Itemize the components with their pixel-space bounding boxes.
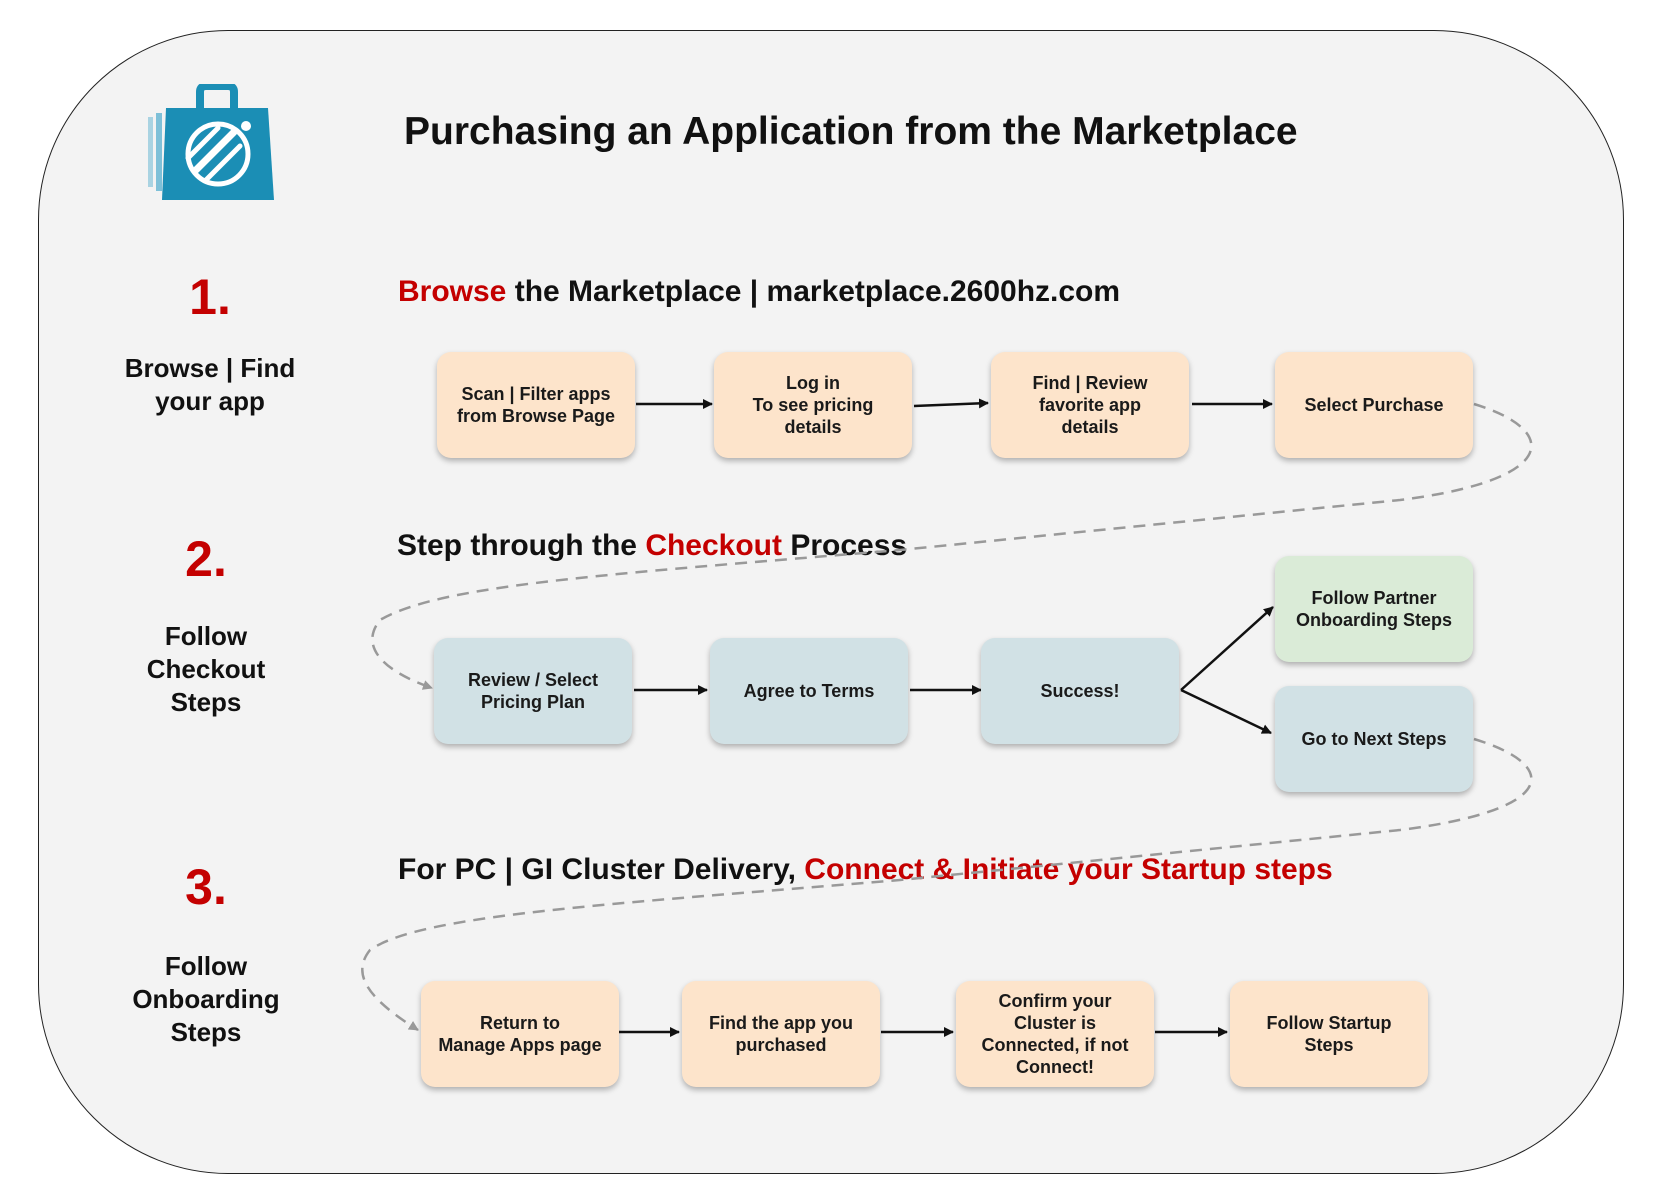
box-scan-filter-apps: Scan | Filter apps from Browse Page — [437, 352, 635, 458]
step-label-1: Browse | Find your app — [124, 353, 296, 416]
box-log-in: Log in To see pricing details — [714, 352, 912, 458]
section-heading-checkout: Step through the Checkout Process — [397, 529, 908, 562]
box-agree-to-terms: Agree to Terms — [710, 638, 908, 744]
box-success: Success! — [981, 638, 1179, 744]
box-follow-partner-onboarding: Follow Partner Onboarding Steps — [1275, 556, 1473, 662]
arrow-success-to-partner — [1180, 606, 1274, 691]
step-label-3: Follow Onboarding Steps — [132, 951, 280, 1047]
step-number-2: 2. — [185, 531, 227, 587]
box-select-purchase: Select Purchase — [1275, 352, 1473, 458]
dashed-connector-2 — [361, 737, 1533, 1032]
step-number-3: 3. — [185, 859, 227, 915]
section-heading-browse: Browse the Marketplace | marketplace.260… — [398, 275, 1121, 308]
arrow-success-to-next — [1180, 688, 1272, 735]
box-go-to-next-steps: Go to Next Steps — [1275, 686, 1473, 792]
box-find-app-purchased: Find the app you purchased — [682, 981, 880, 1087]
section-heading-onboarding: For PC | GI Cluster Delivery, Connect & … — [398, 853, 1333, 886]
arrow-login-to-find — [913, 398, 989, 409]
box-return-to-manage-apps: Return to Manage Apps page — [421, 981, 619, 1087]
step-label-2: Follow Checkout Steps — [146, 621, 266, 717]
box-review-select-pricing: Review / Select Pricing Plan — [434, 638, 632, 744]
dashed-connector-1 — [371, 402, 1533, 690]
shopping-bag-icon — [148, 84, 274, 200]
box-find-review: Find | Review favorite app details — [991, 352, 1189, 458]
box-follow-startup-steps: Follow Startup Steps — [1230, 981, 1428, 1087]
page-title: Purchasing an Application from the Marke… — [404, 110, 1298, 153]
step-number-1: 1. — [189, 269, 231, 325]
box-confirm-cluster: Confirm your Cluster is Connected, if no… — [956, 981, 1154, 1087]
